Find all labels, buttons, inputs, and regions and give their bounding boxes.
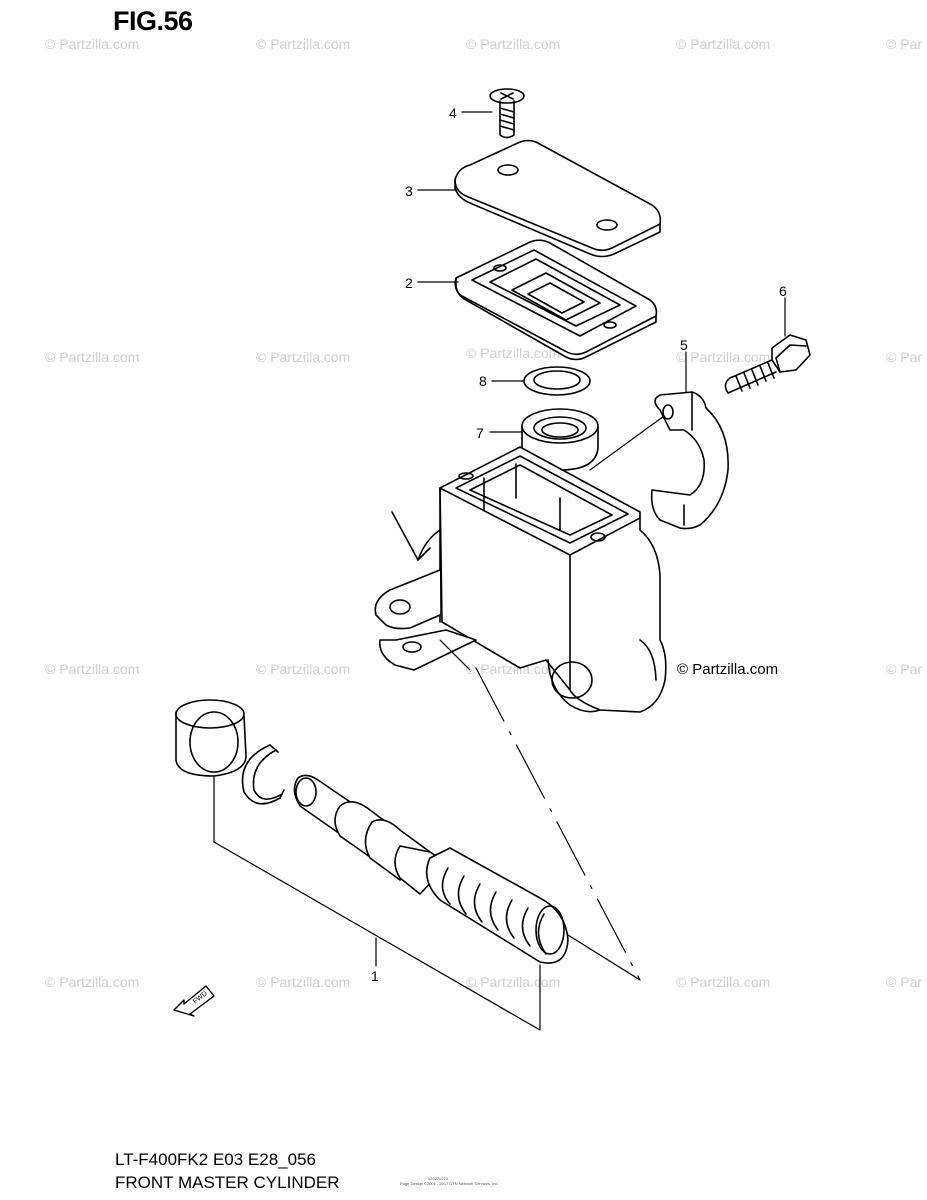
copyright-notice: © Partzilla.com [677, 661, 779, 678]
watermark: © Partzilla.com [45, 974, 140, 990]
watermark: © Partzilla.com [466, 661, 561, 677]
callout-7: 7 [476, 425, 484, 441]
watermark: © Partzilla.com [45, 36, 140, 52]
callout-3: 3 [405, 183, 413, 199]
watermark: © Partzilla.com [466, 974, 561, 990]
leader-lines [213, 111, 786, 1031]
part-8-ring [523, 366, 591, 396]
callout-1: 1 [371, 968, 379, 984]
watermark: © Par [886, 974, 922, 990]
watermark: © Partzilla.com [676, 36, 771, 52]
watermark: © Par [886, 661, 922, 677]
watermark: © Partzilla.com [676, 349, 771, 365]
watermark: © Partzilla.com [256, 36, 351, 52]
part-5-holder [650, 391, 729, 530]
watermark: © Partzilla.com [256, 349, 351, 365]
fine-print-id: 020270273 [428, 1176, 449, 1181]
fwd-arrow-icon: FWD [173, 985, 215, 1017]
part-2-diaphragm [454, 239, 658, 361]
watermark: © Partzilla.com [256, 974, 351, 990]
watermark: © Par [886, 349, 922, 365]
watermark: © Partzilla.com [256, 661, 351, 677]
part-6-bolt [724, 334, 811, 394]
figure-title: FIG.56 [113, 6, 193, 36]
watermark: © Partzilla.com [45, 349, 140, 365]
watermark: © Par [886, 36, 922, 52]
callout-5: 5 [680, 337, 688, 353]
figure-name: FRONT MASTER CYLINDER [115, 1173, 340, 1192]
callout-2: 2 [405, 275, 413, 291]
part-4-screw [489, 88, 525, 139]
watermark: © Partzilla.com [466, 345, 561, 361]
figure-code: LT-F400FK2 E03 E28_056 [115, 1150, 316, 1169]
part-1-piston-kit [175, 699, 569, 964]
master-cylinder-body [374, 446, 667, 713]
fine-print: 020270273 Page Design ©2001 - 2017 DTN N… [400, 1176, 499, 1186]
watermark: © Partzilla.com [676, 974, 771, 990]
callout-8: 8 [479, 373, 487, 389]
fine-print-notice: Page Design ©2001 - 2017 DTN Network Ser… [400, 1181, 499, 1186]
part-3-cap [454, 139, 662, 258]
watermark: © Partzilla.com [466, 36, 561, 52]
callout-4: 4 [449, 105, 457, 121]
watermark: © Partzilla.com [45, 661, 140, 677]
callout-6: 6 [779, 283, 787, 299]
